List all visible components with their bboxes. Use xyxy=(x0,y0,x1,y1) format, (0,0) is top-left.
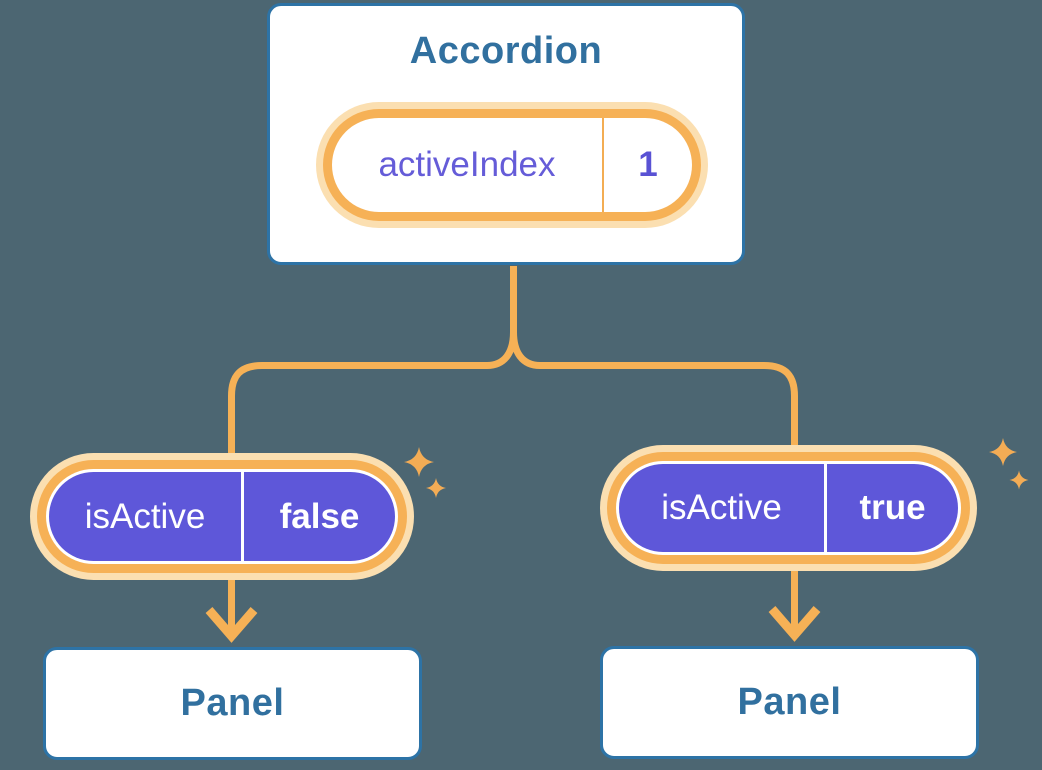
pill-gap: isActive true xyxy=(616,461,961,555)
pill-glow: isActive true xyxy=(600,445,977,571)
arrow-right-head xyxy=(768,606,821,642)
arrow-left-head xyxy=(205,607,258,643)
pill-gap: isActive false xyxy=(46,469,398,564)
pill-glow: activeIndex 1 xyxy=(316,102,708,228)
connector-stem-left-branch xyxy=(228,266,517,470)
state-label: activeIndex xyxy=(378,145,556,184)
prop-value: false xyxy=(279,496,360,536)
sparkle-icon xyxy=(426,478,446,498)
pill-glow: isActive false xyxy=(30,453,414,580)
state-pill-activeindex: activeIndex 1 xyxy=(316,102,708,228)
state-value: 1 xyxy=(638,145,658,184)
sparkle-icon xyxy=(1009,470,1029,490)
pill-divider xyxy=(824,464,827,552)
prop-label: isActive xyxy=(84,496,206,536)
accordion-component-box: Accordion activeIndex 1 xyxy=(267,3,745,265)
prop-value: true xyxy=(859,488,926,527)
prop-pill-isactive-left: isActive false xyxy=(30,453,414,580)
pill-core: activeIndex 1 xyxy=(332,118,692,212)
prop-label: isActive xyxy=(661,488,782,527)
sparkle-icon xyxy=(989,438,1017,466)
pill-divider xyxy=(602,118,604,212)
panel-box-left: Panel xyxy=(43,647,422,760)
panel-title: Panel xyxy=(737,681,842,723)
sparkle-icon xyxy=(404,447,434,477)
pill-divider xyxy=(241,472,244,561)
panel-box-right: Panel xyxy=(600,646,979,759)
pill-core: isActive true xyxy=(619,464,958,552)
pill-ring: isActive true xyxy=(607,452,970,564)
pill-ring: isActive false xyxy=(37,460,407,573)
accordion-title: Accordion xyxy=(409,30,603,72)
pill-core: isActive false xyxy=(49,472,395,561)
panel-title: Panel xyxy=(180,682,285,724)
prop-pill-isactive-right: isActive true xyxy=(600,445,977,571)
pill-ring: activeIndex 1 xyxy=(323,109,701,221)
connector-stem-right-branch xyxy=(510,266,798,462)
